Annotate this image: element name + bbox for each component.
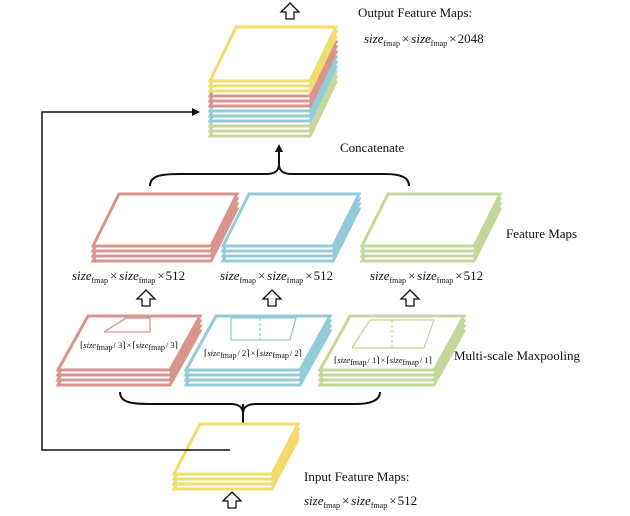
input-title: Input Feature Maps:	[304, 469, 409, 484]
pool-grid-green	[351, 319, 435, 349]
input-feature-stack	[171, 422, 301, 491]
up-arrow-icon	[280, 2, 300, 20]
pool-formula-2: ⌈sizefmap/ 2⌉×⌈sizefmap/ 2⌉	[204, 348, 302, 360]
output-title: Output Feature Maps:	[358, 5, 472, 20]
multiscale-label: Multi-scale Maxpooling	[454, 348, 581, 363]
output-map-layer	[207, 25, 339, 83]
branch-formula-1: sizefmap×sizefmap×512	[72, 268, 185, 285]
input-map-layer	[171, 422, 301, 476]
pool-grid-red	[103, 317, 151, 333]
output-formula: sizefmap×sizefmap×2048	[364, 31, 484, 48]
skip-connection	[41, 108, 230, 451]
feature-map-red-layer	[90, 192, 240, 248]
up-arrow-icon	[222, 491, 242, 509]
branch-formula-3: sizefmap×sizefmap×512	[370, 268, 483, 285]
pool-map-red-layer	[55, 314, 203, 372]
up-arrow-icon	[400, 289, 420, 307]
feature-map-green-layer	[359, 192, 503, 248]
branch-formula-2: sizefmap×sizefmap×512	[220, 268, 333, 285]
feature-map-stacks	[90, 192, 503, 263]
split-bracket	[119, 391, 381, 415]
feature-map-blue-layer	[220, 192, 362, 248]
pooling-stacks	[55, 314, 467, 387]
pool-formula-1: ⌈sizefmap/ 3⌉×⌈sizefmap/ 3⌉	[80, 340, 178, 352]
input-formula: sizefmap×sizefmap×512	[304, 493, 417, 510]
output-feature-stack	[207, 25, 339, 138]
pool-map-blue-layer	[183, 314, 333, 372]
feature-maps-label: Feature Maps	[506, 226, 577, 241]
up-arrow-icon	[262, 289, 282, 307]
pool-grid-blue	[230, 317, 297, 341]
pool-grid-red-dash	[103, 317, 127, 333]
pool-formula-3: ⌈sizefmap/ 1⌉×⌈sizefmap/ 1⌉	[334, 355, 432, 367]
concatenate-label: Concatenate	[340, 140, 404, 155]
up-arrow-icon	[136, 289, 156, 307]
concat-bracket	[149, 163, 410, 187]
